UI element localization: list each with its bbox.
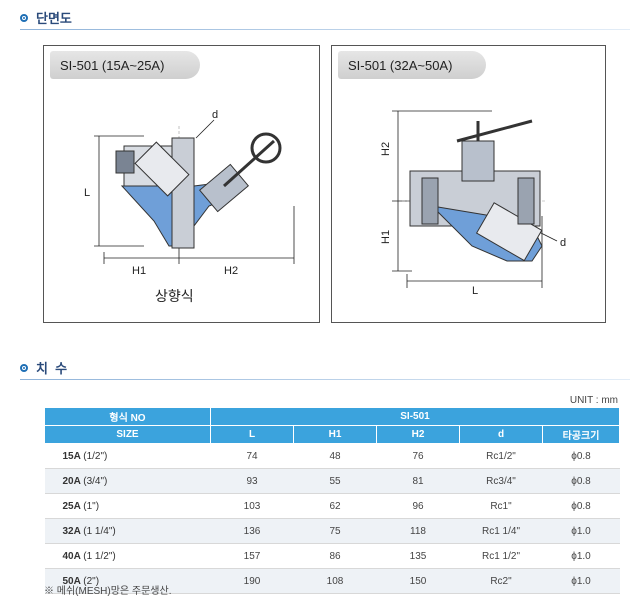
cell-size: 20A (3/4")	[44, 468, 211, 494]
cell-d: Rc2"	[459, 568, 543, 594]
model-tab: SI-501 (32A~50A)	[338, 51, 486, 79]
drawing-caption: 상향식	[155, 288, 194, 304]
cell-hole: ϕ0.8	[542, 493, 620, 519]
label-d: d	[560, 237, 566, 249]
table-row: 25A (1") 103 62 96 Rc1" ϕ0.8	[44, 493, 620, 519]
cell-H1: 48	[293, 443, 377, 469]
drawing-panel-large: SI-501 (32A~50A) H2 H1 d L	[331, 45, 606, 323]
cell-H2: 81	[376, 468, 460, 494]
cell-H1: 108	[293, 568, 377, 594]
cell-hole: ϕ1.0	[542, 568, 620, 594]
cell-L: 74	[210, 443, 294, 469]
section-heading-cross-section: 단면도	[20, 8, 72, 27]
label-d: d	[212, 109, 218, 121]
label-H1: H1	[132, 265, 146, 277]
cell-H1: 75	[293, 518, 377, 544]
header-L: L	[210, 425, 294, 444]
cell-size: 32A (1 1/4")	[44, 518, 211, 544]
header-model-no: 형식 NO	[44, 407, 211, 426]
valve-drawing-large: H2 H1 d L	[380, 110, 566, 297]
cell-H2: 150	[376, 568, 460, 594]
unit-label: UNIT : mm	[569, 395, 618, 406]
cell-d: Rc1/2"	[459, 443, 543, 469]
cell-d: Rc1 1/2"	[459, 543, 543, 569]
cell-H1: 55	[293, 468, 377, 494]
table-row: 32A (1 1/4") 136 75 118 Rc1 1/4" ϕ1.0	[44, 518, 620, 544]
cell-d: Rc3/4"	[459, 468, 543, 494]
cell-hole: ϕ1.0	[542, 543, 620, 569]
section-title: 단면도	[36, 11, 72, 26]
cell-hole: ϕ1.0	[542, 518, 620, 544]
header-H2: H2	[376, 425, 460, 444]
cell-H2: 135	[376, 543, 460, 569]
label-L: L	[84, 187, 90, 199]
divider	[20, 29, 630, 30]
cell-d: Rc1 1/4"	[459, 518, 543, 544]
model-tab: SI-501 (15A~25A)	[50, 51, 200, 79]
label-H2: H2	[380, 142, 392, 156]
cell-H1: 86	[293, 543, 377, 569]
cell-L: 190	[210, 568, 294, 594]
table-row: 40A (1 1/2") 157 86 135 Rc1 1/2" ϕ1.0	[44, 543, 620, 569]
table-row: 50A (2") 190 108 150 Rc2" ϕ1.0	[44, 568, 620, 594]
footnote: ※ 메쉬(MESH)망은 주문생산.	[44, 586, 172, 597]
cell-hole: ϕ0.8	[542, 443, 620, 469]
cell-H1: 62	[293, 493, 377, 519]
header-series: SI-501	[210, 407, 620, 426]
drawing-panel-small: SI-501 (15A~25A) d L	[43, 45, 320, 323]
dimension-table: 형식 NO SI-501 SIZE L H1 H2 d 타공크기 15A (1/…	[44, 407, 620, 594]
bullet-icon	[20, 13, 28, 22]
cell-H2: 118	[376, 518, 460, 544]
cell-L: 103	[210, 493, 294, 519]
header-size: SIZE	[44, 425, 211, 444]
header-hole-size: 타공크기	[542, 425, 620, 444]
model-label: SI-501 (15A~25A)	[60, 57, 165, 73]
cell-L: 93	[210, 468, 294, 494]
cell-H2: 76	[376, 443, 460, 469]
cell-size: 25A (1")	[44, 493, 211, 519]
cell-d: Rc1"	[459, 493, 543, 519]
valve-drawing-small: d L H1 H2	[84, 109, 295, 277]
cell-H2: 96	[376, 493, 460, 519]
table-row: 15A (1/2") 74 48 76 Rc1/2" ϕ0.8	[44, 443, 620, 469]
cell-size: 40A (1 1/2")	[44, 543, 211, 569]
bullet-icon	[20, 363, 28, 372]
label-H2: H2	[224, 265, 238, 277]
header-H1: H1	[293, 425, 377, 444]
section-title: 치 수	[36, 361, 68, 376]
cell-L: 157	[210, 543, 294, 569]
cell-size: 50A (2")	[44, 568, 211, 594]
cell-size: 15A (1/2")	[44, 443, 211, 469]
header-d: d	[459, 425, 543, 444]
label-H1: H1	[380, 230, 392, 244]
divider	[20, 379, 630, 380]
section-heading-dimensions: 치 수	[20, 358, 67, 377]
cell-hole: ϕ0.8	[542, 468, 620, 494]
cell-L: 136	[210, 518, 294, 544]
label-L: L	[472, 285, 478, 297]
model-label: SI-501 (32A~50A)	[348, 57, 453, 73]
table-row: 20A (3/4") 93 55 81 Rc3/4" ϕ0.8	[44, 468, 620, 494]
